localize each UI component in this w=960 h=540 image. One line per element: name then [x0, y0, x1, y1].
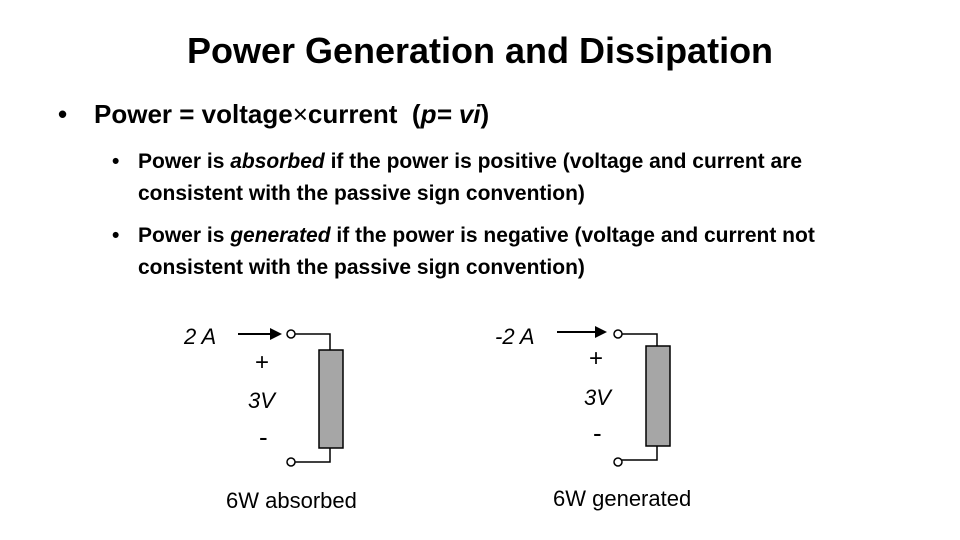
wire-top — [295, 333, 331, 350]
voltage-label: 3V — [248, 388, 277, 413]
current-label: 2 A — [183, 324, 216, 349]
terminal-bottom — [286, 457, 296, 467]
power-formula: p= vi — [420, 99, 481, 129]
sub-bullet-text: Power is — [138, 224, 231, 247]
sub-bullet-text: Power is — [138, 150, 231, 173]
sub-bullet-generated: • Power is generated if the power is neg… — [112, 220, 898, 284]
slide-title: Power Generation and Dissipation — [186, 30, 774, 71]
resistor — [645, 345, 671, 447]
plus-sign: + — [589, 345, 603, 372]
current-label: -2 A — [495, 324, 535, 349]
resistor — [318, 349, 344, 449]
sub-bullet-text: if the power is positive (voltage and cu… — [138, 150, 803, 205]
voltage-label: 3V — [584, 385, 613, 410]
caption-generated: 6W generated — [553, 486, 691, 511]
minus-sign: - — [259, 422, 268, 452]
sub-bullet-emphasis: absorbed — [230, 150, 325, 173]
bullet-list: • Power = voltage×current (p= vi) • Powe… — [58, 96, 938, 294]
terminal-bottom — [613, 457, 623, 467]
bullet-dot: • — [112, 224, 120, 247]
circuit-absorbed: 2 A + 3V - 6W absorbed — [170, 310, 410, 520]
bullet-dot: • — [112, 150, 120, 173]
arrow-head — [270, 328, 282, 340]
circuit-absorbed-diagram: 2 A + 3V - 6W absorbed — [183, 324, 357, 513]
sub-bullet-absorbed: • Power is absorbed if the power is posi… — [112, 146, 898, 210]
main-bullet-suffix: ) — [480, 99, 490, 129]
caption-absorbed: 6W absorbed — [226, 488, 357, 513]
circuit-generated-diagram: -2 A + 3V - 6W generated — [495, 324, 691, 511]
plus-sign: + — [255, 349, 269, 376]
arrow-head — [595, 326, 607, 338]
main-bullet: • Power = voltage×current (p= vi) — [58, 96, 938, 132]
bullet-dot: • — [58, 99, 68, 129]
minus-sign: - — [593, 418, 602, 448]
main-bullet-middle: current ( — [307, 99, 421, 129]
wire-bottom — [295, 448, 331, 463]
sub-bullet-text: if the power is negative (voltage and cu… — [138, 224, 815, 279]
terminal-top — [613, 329, 623, 339]
sub-bullet-emphasis: generated — [230, 224, 331, 247]
times-symbol: × — [292, 99, 308, 129]
wire-bottom — [622, 446, 658, 461]
circuit-generated: -2 A + 3V - 6W generated — [485, 310, 745, 520]
wire-top — [622, 333, 658, 346]
terminal-top — [286, 329, 296, 339]
main-bullet-prefix: Power = voltage — [94, 99, 293, 129]
